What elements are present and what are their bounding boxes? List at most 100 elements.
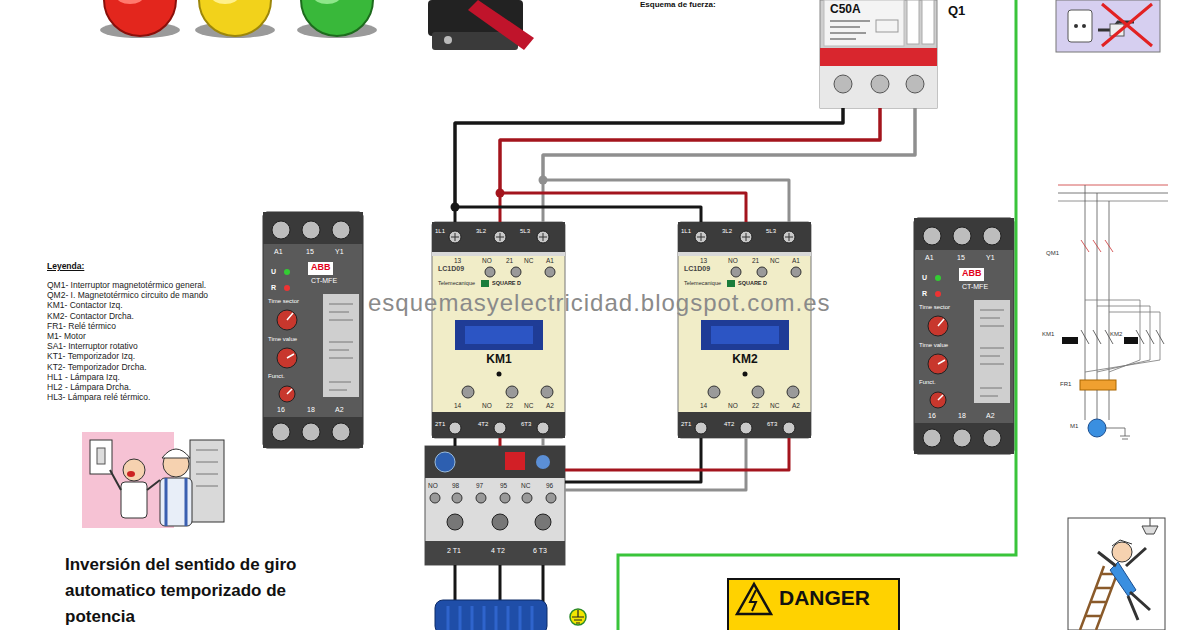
schematic-diagram [1106,428,1130,439]
terminal-label: R [271,284,276,292]
terminal-label: 4T2 [478,421,488,428]
cartoon-left [196,450,218,486]
power-wire [565,438,701,482]
terminal-label: ABB [962,269,982,279]
legend-line: KT2- Temporizador Drcha. [47,363,147,372]
cartoon-left [90,440,112,474]
pilot-lamps [104,0,176,36]
diagram-title: Inversión del sentido de giro automatico… [65,552,355,630]
terminal-label: 2T1 [435,421,445,428]
danger-sign [737,584,771,614]
danger-sign [750,590,756,611]
terminal-label: 4T2 [724,421,734,428]
terminal-label: A2 [546,402,554,409]
contactor: 1L13L25L313NO21NCA1LC1D09TelemecaniqueSQ… [678,222,811,438]
terminal-label: 4 T2 [491,547,505,555]
cartoon-right [1098,548,1150,620]
legend-line: KT1- Temporizador Izq. [47,352,135,361]
warning-icon [1082,24,1086,28]
breaker-body [830,32,866,34]
schematic-label: M1 [1070,423,1078,430]
cartoon-left [127,471,135,477]
terminal-label: 14 [700,402,707,409]
power-wire [565,438,789,470]
schematic-diagram [1062,337,1078,344]
power-wire [543,108,915,222]
legend-line: KM2- Contactor Drcha. [47,312,134,321]
power-wire [500,108,880,222]
schematic-diagram [1085,300,1160,360]
thermal-relay-body [425,446,565,565]
cartoon-left [190,440,224,522]
terminal-label: 2T1 [681,421,691,428]
motor-symbol [435,600,547,630]
warning-icon [1074,24,1078,28]
motor-wires [455,565,543,604]
breaker-body [820,48,937,66]
pilot-lamps [211,0,239,4]
motor-symbol [435,600,547,630]
thermal-relay-body [425,541,565,565]
terminal-label: R [922,290,927,298]
cartoon-left [123,459,145,481]
terminal-label: NC [524,257,533,264]
cartoon-right [1112,540,1132,546]
breaker-body [834,75,852,93]
terminal-label: 3L2 [476,228,486,235]
terminal-label: 98 [452,482,459,489]
warning-icon [1056,0,1160,52]
terminal-label: 15 [957,254,965,262]
terminal-label: Y1 [335,248,344,256]
thermal-relay-body [447,514,463,530]
power-wire [565,438,746,490]
terminal-label: NC [524,402,533,409]
cartoon-left [97,448,105,464]
watermark: esquemasyelectricidad.blogspot.com.es [368,290,831,316]
terminal-label: Time value [919,342,948,349]
thermal-relay-body [546,493,556,503]
thermal-relay: NO989795NC962 T14 T26 T3 [425,446,565,565]
terminal-label: NO [482,257,492,264]
power-wire [543,108,915,222]
terminal-label: 5L3 [520,228,530,235]
breaker-body [906,75,924,93]
breaker-body [820,0,937,108]
schematic-diagram [1085,185,1109,300]
breaker-label: Q1 [948,4,965,18]
terminal-label: KM1 [486,353,511,366]
rotary-switch [428,0,534,50]
breaker-body [922,0,934,44]
terminal-label: 95 [500,482,507,489]
terminal-label: NC [770,257,779,264]
pilot-lamps [313,0,341,4]
schematic-label: KM2 [1110,331,1122,338]
terminal-label: 96 [546,482,553,489]
terminal-label: KM2 [732,353,757,366]
legend-line: HL2 - Lámpara Drcha. [47,383,131,392]
thermal-relay-body [476,493,486,503]
terminal-label: A1 [792,257,800,264]
breaker-body [907,0,919,44]
terminal-label: 16 [928,412,936,420]
cartoon-right [1068,518,1165,630]
terminal-label: Funct. [268,373,285,380]
thermal-relay-body [430,493,440,503]
terminal-label: LC1D09 [684,265,710,273]
ground-symbol [572,610,584,623]
schematic-diagram [1085,360,1160,372]
motor-symbol [448,606,532,630]
terminal-label: Time sector [919,304,950,311]
schematic-diagram [1085,390,1109,420]
thermal-relay-body [452,493,462,503]
terminal-label: 6T3 [767,421,777,428]
terminal-label: Y1 [986,254,995,262]
thermal-relay-body [505,452,525,470]
cartoon-right [1110,562,1136,596]
terminal-label: SQUARE D [492,280,521,286]
terminal-label: 22 [752,402,759,409]
contactor-body [432,222,565,438]
terminal-label: 21 [506,257,513,264]
power-wire [455,108,843,222]
legend-line: QM2- I. Magnetotérmico circuito de mando [47,291,208,300]
cartoon-right [1068,518,1165,630]
